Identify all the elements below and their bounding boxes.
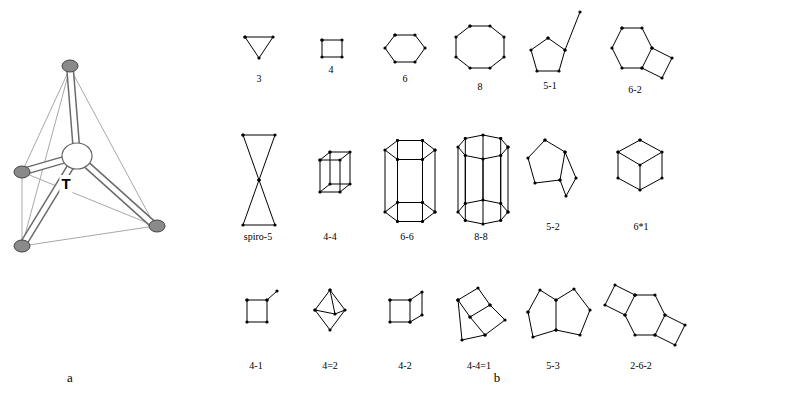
ring-4 — [458, 300, 485, 340]
structure-label: 4=2 — [320, 360, 340, 372]
oxygen-atom — [62, 60, 78, 72]
bridge-bond — [618, 152, 640, 165]
bonds — [22, 68, 155, 246]
ring-6 — [612, 28, 652, 68]
bridge-bond — [330, 290, 335, 314]
tetra-edge — [22, 226, 155, 246]
bond-outline — [77, 156, 155, 226]
unit-4-1 — [247, 291, 277, 322]
structure-label: 8 — [476, 81, 485, 93]
panel-letter: a — [65, 371, 75, 386]
unit-4-4-eq-1 — [458, 288, 505, 340]
structure-label: 6-2 — [626, 84, 643, 96]
unit-5-2 — [528, 140, 576, 196]
ring-4 — [560, 152, 576, 196]
ring-4 — [390, 300, 410, 322]
ring-3 — [243, 135, 275, 180]
unit-4-2 — [390, 292, 422, 322]
unit-5-3 — [528, 289, 590, 337]
ring-4 — [315, 290, 345, 330]
structure-label: 2-6-2 — [628, 360, 654, 372]
structure-label: 4 — [327, 64, 336, 76]
ring-5 — [528, 290, 556, 337]
ring-6 — [385, 141, 435, 160]
branch-bond — [565, 12, 580, 50]
structure-label: spiro-5 — [242, 231, 274, 243]
oxygen-atom — [14, 240, 30, 252]
unit-6-2 — [612, 28, 672, 78]
oxygen-atom — [149, 220, 165, 232]
bond — [22, 156, 77, 246]
bridge-bond — [315, 310, 345, 314]
unit-4-4 — [320, 152, 350, 192]
ring-4 — [470, 305, 505, 335]
unit-5-1 — [531, 12, 580, 71]
structure-label: 5-1 — [541, 80, 558, 92]
structure-label: 8-8 — [472, 231, 489, 243]
atom-label: T — [59, 175, 72, 192]
ring-4 — [655, 315, 685, 345]
ring-6 — [625, 295, 665, 335]
unit-6-6 — [385, 141, 435, 222]
panel-letter: b — [492, 371, 503, 386]
unit-6-star-1 — [618, 140, 662, 190]
structure-label: 6 — [401, 73, 410, 85]
structure-label: 6-6 — [398, 231, 415, 243]
ring-4 — [322, 40, 342, 57]
ring-6 — [618, 140, 662, 190]
ring-5 — [531, 38, 565, 71]
structure-label: 5-3 — [544, 360, 561, 372]
ring-3 — [245, 37, 273, 58]
tetrahedron — [14, 60, 165, 252]
central-atom — [62, 143, 92, 169]
structure-label: 3 — [255, 73, 264, 85]
ring-4 — [605, 285, 635, 315]
ring-3 — [243, 180, 275, 225]
prism-bond — [385, 141, 435, 222]
structure-label: 5-2 — [544, 221, 561, 233]
ring-8 — [456, 26, 504, 68]
prism-bond — [320, 152, 350, 192]
structure-label: 4-1 — [247, 360, 264, 372]
unit-4-eq-2 — [315, 290, 345, 330]
ring-5 — [528, 140, 565, 183]
tetra-edge — [22, 172, 23, 246]
bond-outline — [22, 156, 77, 246]
structure-label: 4-4 — [321, 231, 338, 243]
bridge-bond — [640, 152, 662, 190]
branch-bond — [267, 291, 277, 300]
ring-6 — [385, 203, 435, 222]
ring-4 — [642, 48, 672, 78]
ring-6 — [385, 35, 425, 62]
unit-spiro-5 — [243, 135, 275, 225]
prism-bond — [458, 135, 508, 224]
structure-label: 6*1 — [632, 221, 651, 233]
ring-4 — [320, 160, 340, 192]
oxygen-atom — [14, 166, 30, 178]
structure-label: 4-4=1 — [465, 360, 493, 372]
unit-8-8 — [458, 135, 508, 224]
structure-label: 4-2 — [396, 360, 413, 372]
ring-4 — [458, 288, 490, 317]
ring-4 — [247, 300, 267, 322]
tetrahedron-edges — [22, 68, 155, 246]
ring-5 — [556, 289, 590, 335]
bond — [77, 156, 155, 226]
unit-2-6-2 — [605, 285, 685, 345]
ring-4 — [410, 292, 422, 322]
